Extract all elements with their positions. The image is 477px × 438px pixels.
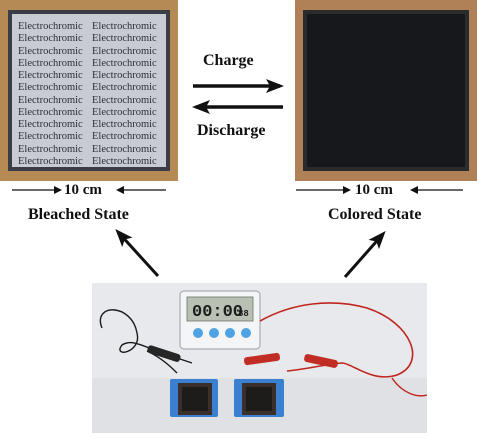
electrochromic-text: Electrochromic (92, 119, 157, 130)
colored-state-label: Colored State (328, 206, 422, 223)
electrochromic-text: Electrochromic (18, 45, 83, 57)
electrochromic-text: Electrochromic (92, 33, 157, 45)
electrochromic-text: Electrochromic (92, 45, 157, 57)
charge-label: Charge (203, 52, 254, 69)
electrochromic-text: Electrochromic (92, 57, 157, 69)
electrochromic-text: Electrochromic (92, 143, 157, 155)
bleached-state-label: Bleached State (28, 206, 129, 223)
setup-photo: 00:00 88 (92, 283, 428, 433)
to-colored-arrow (343, 231, 386, 278)
device-left-icon (170, 379, 218, 417)
electrochromic-text: Electrochromic (92, 21, 157, 32)
electrochromic-text: Electrochromic (18, 94, 83, 106)
colored-device-frame (303, 10, 469, 171)
electrochromic-text: Electrochromic (18, 106, 83, 118)
to-bleached-arrow (115, 229, 160, 278)
timer-icon: 00:00 88 (179, 290, 261, 350)
electrochromic-text: Electrochromic (18, 143, 83, 155)
electrochromic-text: Electrochromic (92, 131, 157, 143)
bleached-dimension-label: 10 cm (64, 182, 102, 198)
setup-illustration: 00:00 88 (92, 283, 428, 433)
timer-small-digits: 88 (238, 309, 249, 319)
electrochromic-text: Electrochromic (18, 82, 83, 94)
electrochromic-text: Electrochromic (92, 94, 157, 106)
electrochromic-text: Electrochromic (18, 33, 83, 45)
electrochromic-text: Electrochromic (92, 155, 157, 167)
electrochromic-text: Electrochromic (18, 119, 83, 130)
electrochromic-text: Electrochromic (18, 70, 83, 81)
electrochromic-text: Electrochromic (18, 131, 83, 143)
electrochromic-text: Electrochromic (92, 82, 157, 94)
timer-display: 00:00 (192, 303, 243, 322)
electrochromic-text: Electrochromic (92, 70, 157, 81)
colored-dimension-label: 10 cm (355, 182, 393, 198)
colored-film (307, 14, 465, 167)
device-right-icon (234, 379, 284, 417)
discharge-label: Discharge (197, 122, 266, 139)
electrochromic-text: Electrochromic (18, 155, 83, 167)
colored-device-image (295, 0, 477, 181)
electrochromic-text: Electrochromic (18, 21, 83, 32)
electrochromic-text: Electrochromic (18, 57, 83, 69)
electrochromic-text: Electrochromic (92, 106, 157, 118)
